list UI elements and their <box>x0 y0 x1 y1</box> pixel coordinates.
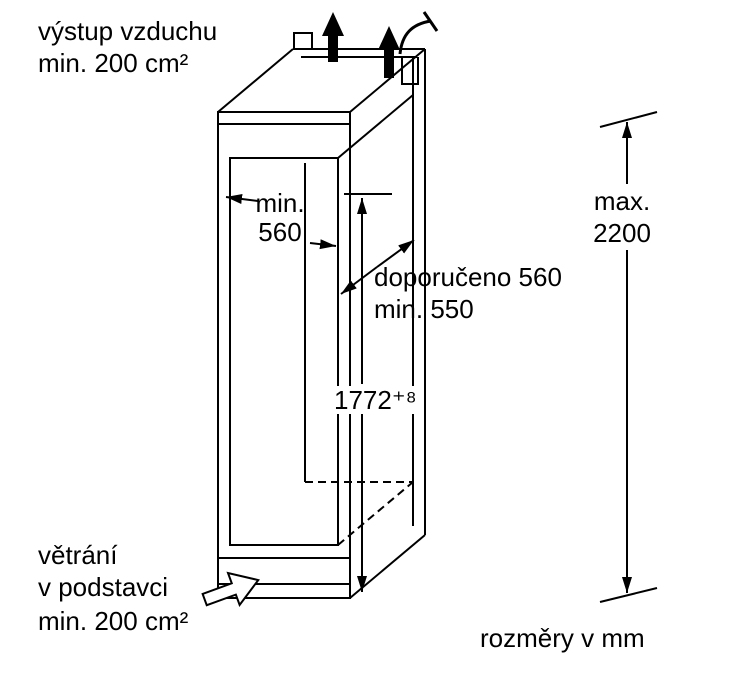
plinth-vent-label-line2: v podstavci <box>38 572 168 602</box>
niche-depth-label-line1: doporučeno 560 <box>374 262 562 292</box>
cabinet-interior-ceiling-edge <box>337 94 414 159</box>
air-outlet-label-line2: min. 200 cm² <box>38 48 189 78</box>
depth-dimension-arrow-back <box>376 239 415 268</box>
power-cable-symbol <box>398 11 439 55</box>
max-height-label-mask <box>578 184 670 250</box>
max-height-top-tick <box>599 111 658 128</box>
airflow-top-arrows <box>322 11 439 78</box>
dimension-niche-height <box>330 193 414 592</box>
depth-dimension-arrow-front <box>340 266 378 295</box>
niche-depth-label-line2: min. 550 <box>374 294 474 324</box>
cabinet-front-outer <box>217 111 351 599</box>
niche-height-label: 1772⁺⁸ <box>334 385 417 415</box>
units-note: rozměry v mm <box>480 623 645 653</box>
plinth-vent-label-line3: min. 200 cm² <box>38 606 189 636</box>
dimension-niche-depth <box>340 239 415 295</box>
height-label-mask <box>330 386 414 414</box>
niche-width-label-line2: 560 <box>258 217 301 247</box>
cabinet-back-vent-cutout <box>401 57 419 85</box>
max-height-label-line2: 2200 <box>593 218 651 248</box>
width-dimension-arrow-left <box>225 194 259 204</box>
cabinet-front-opening <box>229 157 339 546</box>
max-height-bottom-tick <box>599 587 658 603</box>
cabinet-top-left-edge <box>217 48 294 113</box>
niche-width-label-line1: min. <box>255 188 304 218</box>
cabinet-back-panel-tab <box>293 32 313 49</box>
dimension-niche-width <box>225 194 337 250</box>
cabinet-interior-bottom-right-hidden-edge <box>337 481 414 546</box>
air-outlet-label-line1: výstup vzduchu <box>38 16 217 46</box>
width-dimension-arrow-right <box>309 239 337 250</box>
air-flow-up-arrow <box>322 12 344 62</box>
dimension-max-height <box>578 111 670 603</box>
air-flow-up-arrow <box>378 26 400 78</box>
max-height-label-line1: max. <box>594 186 650 216</box>
plinth-vent-label-line1: větrání <box>38 540 118 570</box>
plinth-airflow-arrow <box>201 571 260 608</box>
